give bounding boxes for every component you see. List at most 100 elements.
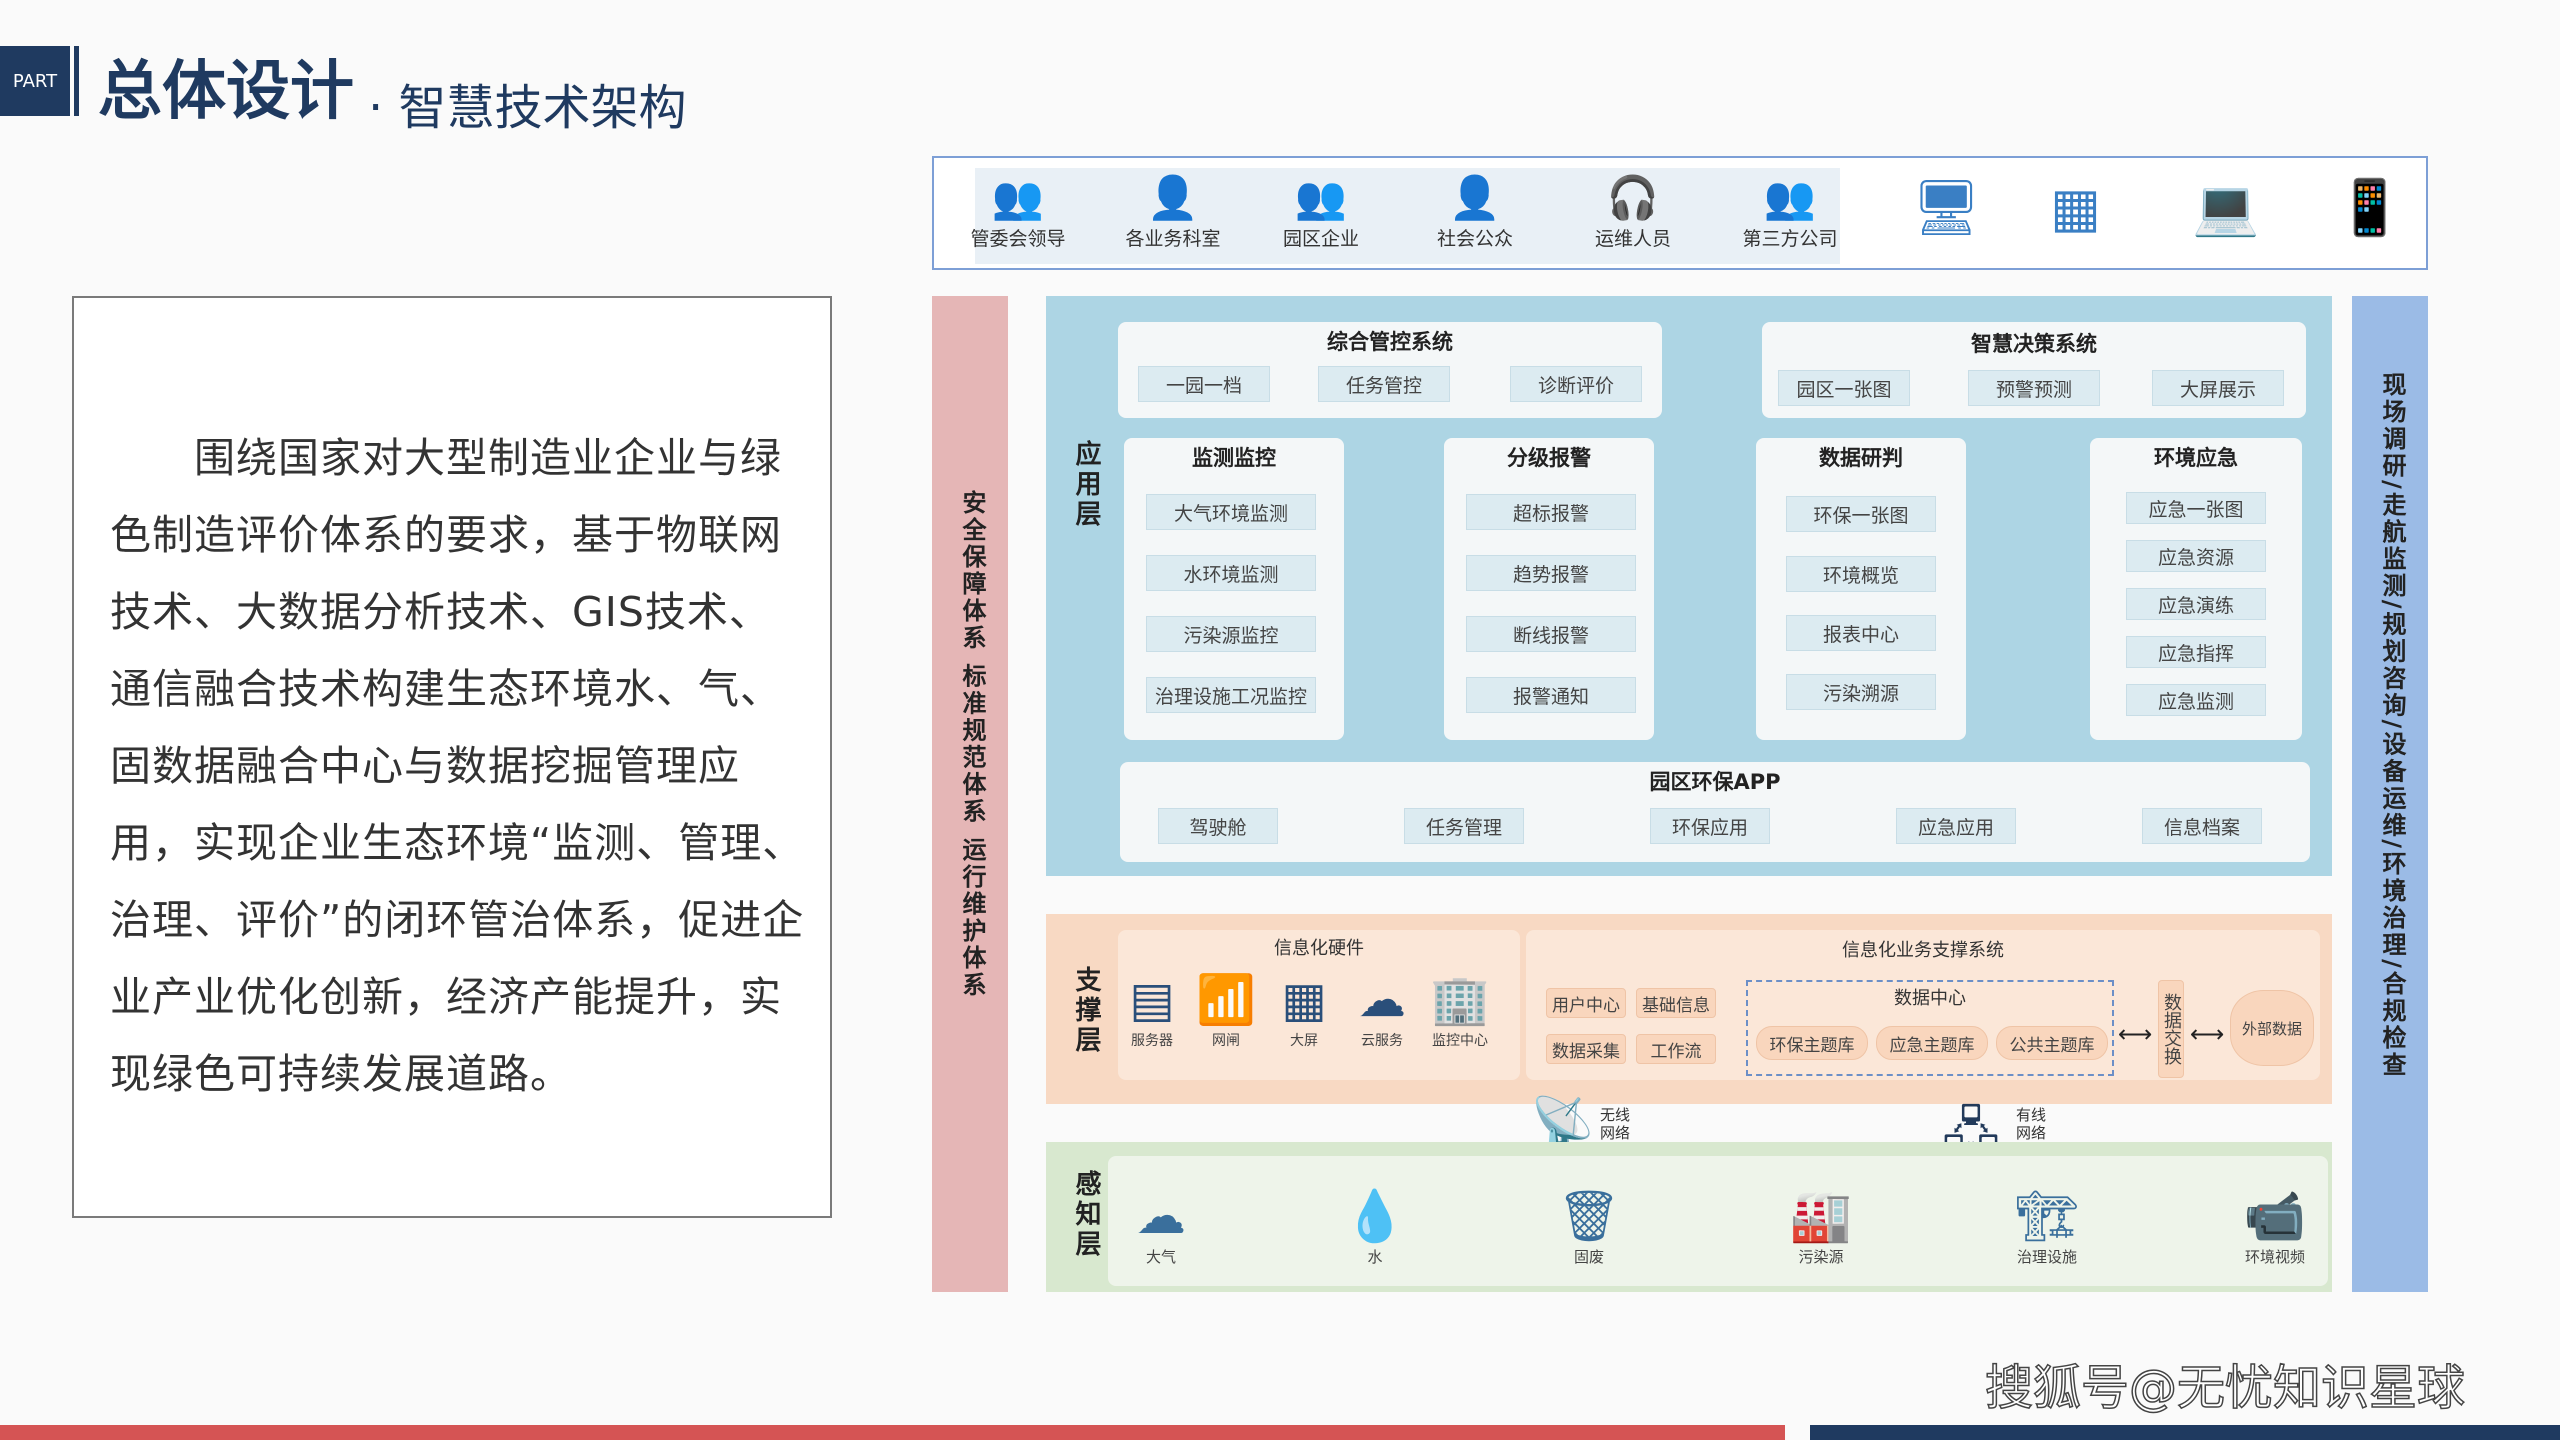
fjbj-item[interactable]: 超标报警 — [1466, 494, 1636, 530]
thirdparty-icon: 👥 — [1763, 173, 1817, 222]
jcjk-item[interactable]: 污染源监控 — [1146, 616, 1316, 652]
videowall-icon: ▦ — [2050, 176, 2102, 239]
user-label: 各业务科室 — [1125, 228, 1221, 250]
fjbj-item[interactable]: 断线报警 — [1466, 616, 1636, 652]
user-yunwei: 🎧运维人员 — [1568, 172, 1698, 251]
support-layer-label: 支撑层 — [1071, 966, 1101, 1056]
jcjk-item[interactable]: 大气环境监测 — [1146, 494, 1316, 530]
sensor-solid-waste: 🗑 固废 — [1534, 1186, 1644, 1267]
fjbj-title: 分级报警 — [1507, 446, 1591, 470]
app-item[interactable]: 任务管理 — [1404, 808, 1524, 844]
user-gongzhong: 👤社会公众 — [1410, 172, 1540, 251]
sensor-facility: 🏗治理设施 — [1992, 1186, 2102, 1267]
sensor-label: 污染源 — [1798, 1248, 1844, 1266]
part-divider — [74, 46, 79, 116]
biz-item[interactable]: 基础信息 — [1636, 988, 1716, 1018]
app-item[interactable]: 驾驶舱 — [1158, 808, 1278, 844]
app-title: 园区环保APP — [1649, 770, 1781, 794]
gateway-icon: 📶 — [1196, 972, 1256, 1028]
staff-icon: 👤 — [1146, 173, 1200, 222]
biz-item[interactable]: 数据采集 — [1546, 1034, 1626, 1064]
cloud-icon: ☁ — [1136, 1187, 1186, 1245]
db-item[interactable]: 环保主题库 — [1756, 1026, 1868, 1060]
wired-label: 有线网络 — [2016, 1106, 2046, 1142]
zhjc-item[interactable]: 大屏展示 — [2152, 370, 2284, 406]
facility-icon: 🏗 — [2015, 1187, 2079, 1245]
zhgk-item[interactable]: 一园一档 — [1138, 366, 1270, 402]
db-item[interactable]: 公共主题库 — [1996, 1026, 2108, 1060]
right-column-label: 现场调研/走航监测/规划咨询/设备运维/环境治理/合规检查 — [2378, 372, 2406, 1079]
watermark: 搜狐号@无忧知识星球 — [1984, 1359, 2466, 1417]
user-label: 第三方公司 — [1742, 228, 1838, 250]
sjyp-item[interactable]: 环保一张图 — [1786, 496, 1936, 532]
server-item: ▤服务器 — [1112, 970, 1192, 1050]
app-item[interactable]: 环保应用 — [1650, 808, 1770, 844]
sensing-layer-label: 感知层 — [1071, 1170, 1101, 1260]
zhjc-item[interactable]: 预警预测 — [1968, 370, 2100, 406]
sensor-label: 固废 — [1573, 1248, 1604, 1266]
zhjc-title: 智慧决策系统 — [1971, 332, 2097, 356]
operator-icon: 🎧 — [1606, 173, 1660, 222]
hjyj-title: 环境应急 — [2154, 446, 2238, 470]
hjyj-item[interactable]: 应急演练 — [2126, 588, 2266, 620]
waste-basket-icon: 🗑 — [1557, 1187, 1621, 1245]
zhgk-item[interactable]: 任务管控 — [1318, 366, 1450, 402]
factory-icon: 🏭 — [1789, 1187, 1853, 1245]
external-data[interactable]: 外部数据 — [2230, 990, 2314, 1066]
biz-item[interactable]: 工作流 — [1636, 1034, 1716, 1064]
user-disanfang: 👥 第三方公司 — [1725, 172, 1855, 251]
hjyj-item[interactable]: 应急监测 — [2126, 684, 2266, 716]
sensing-panel — [1108, 1156, 2328, 1286]
mobile-icon: 📱 — [2336, 176, 2404, 239]
hardware-title: 信息化硬件 — [1274, 938, 1364, 959]
fjbj-item[interactable]: 报警通知 — [1466, 677, 1636, 713]
sensor-water: 💧水 — [1320, 1186, 1430, 1267]
app-item[interactable]: 应急应用 — [1896, 808, 2016, 844]
page-title: 总体设计 — [98, 55, 354, 129]
footer-red-bar — [0, 1425, 1785, 1440]
zhgk-title: 综合管控系统 — [1327, 330, 1453, 354]
desktop-icon: 🖥 — [1912, 176, 1981, 239]
right-service-column — [2352, 296, 2428, 1292]
wired-label-line: 有线 — [2016, 1106, 2047, 1124]
user-label: 园区企业 — [1282, 228, 1359, 250]
biz-item[interactable]: 用户中心 — [1546, 988, 1626, 1018]
camera-icon: 📹 — [2243, 1187, 2307, 1245]
page-subtitle: · 智慧技术架构 — [368, 80, 687, 136]
app-item[interactable]: 信息档案 — [2142, 808, 2262, 844]
building-icon: 🏢 — [1430, 972, 1490, 1028]
sjyp-item[interactable]: 环境概览 — [1786, 556, 1936, 592]
monitor-center-item: 🏢 监控中心 — [1420, 970, 1500, 1050]
data-exchange[interactable]: 数据交换 — [2158, 980, 2184, 1078]
sensor-label: 环境视频 — [2244, 1248, 2305, 1266]
hardware-label: 监控中心 — [1432, 1033, 1488, 1049]
hardware-panel — [1118, 930, 1520, 1080]
db-item[interactable]: 应急主题库 — [1876, 1026, 1988, 1060]
sjyp-item[interactable]: 污染溯源 — [1786, 674, 1936, 710]
jcjk-item[interactable]: 治理设施工况监控 — [1146, 677, 1316, 713]
arrow-both-icon: ⟷ — [2190, 1020, 2225, 1048]
sjyp-title: 数据研判 — [1819, 446, 1903, 470]
user-guanwei: 👥管委会领导 — [953, 172, 1083, 251]
hjyj-item[interactable]: 应急资源 — [2126, 540, 2266, 572]
zhgk-item[interactable]: 诊断评价 — [1510, 366, 1642, 402]
wireless-label-line: 网络 — [1600, 1124, 1631, 1142]
zhjc-item[interactable]: 园区一张图 — [1778, 370, 1910, 406]
datacenter-title: 数据中心 — [1894, 988, 1966, 1009]
fjbj-item[interactable]: 趋势报警 — [1466, 555, 1636, 591]
left-column-label: 安全保障体系 标准规范体系 运行维护体系 — [958, 490, 986, 999]
screen-item: ▦大屏 — [1264, 970, 1344, 1050]
footer-blue-bar — [1810, 1425, 2560, 1440]
app-layer-label: 应用层 — [1071, 440, 1101, 530]
user-group — [975, 168, 1840, 264]
wireless-label-line: 无线 — [1600, 1106, 1631, 1124]
user-qiye: 👥 园区企业 — [1256, 172, 1386, 251]
hjyj-item[interactable]: 应急一张图 — [2126, 492, 2266, 524]
cloud-item: ☁云服务 — [1342, 970, 1422, 1050]
hjyj-item[interactable]: 应急指挥 — [2126, 636, 2266, 668]
part-badge: PART — [0, 46, 70, 116]
jcjk-item[interactable]: 水环境监测 — [1146, 555, 1316, 591]
hardware-label: 网闸 — [1212, 1033, 1240, 1049]
sjyp-item[interactable]: 报表中心 — [1786, 615, 1936, 651]
enterprise-icon: 👥 — [1294, 173, 1348, 222]
